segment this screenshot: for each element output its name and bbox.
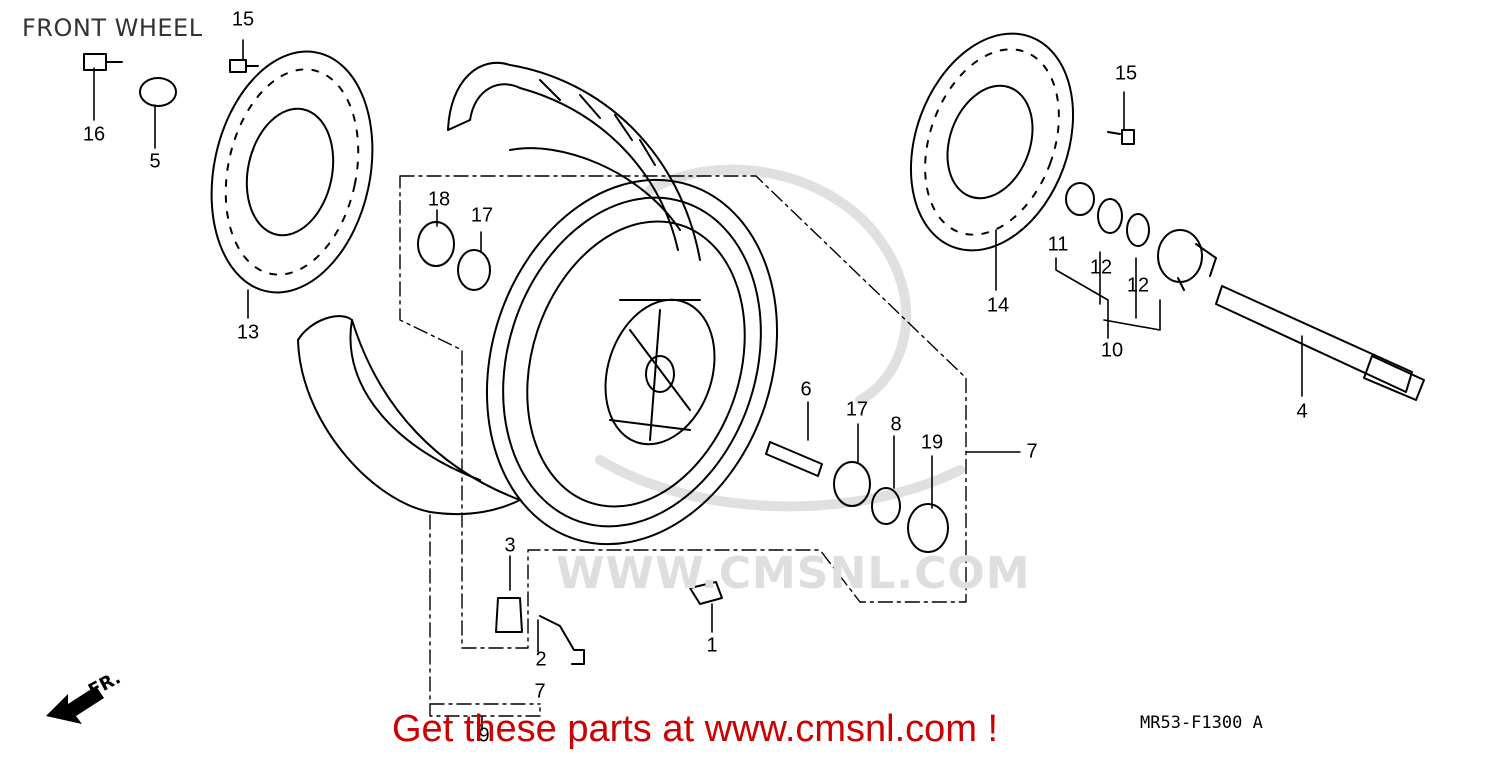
callout-12-right: 12 <box>1126 274 1150 297</box>
front-direction-arrow <box>46 686 104 724</box>
diagram-title: FRONT WHEEL <box>22 14 203 42</box>
bearings <box>417 221 949 553</box>
callout-11: 11 <box>1047 233 1069 256</box>
front-axle <box>1215 285 1425 401</box>
callout-18: 18 <box>427 188 451 211</box>
leader-lines <box>93 39 1303 731</box>
callout-13: 13 <box>236 321 260 344</box>
right-brake-disc <box>909 32 1075 252</box>
callout-7-upper: 7 <box>1026 440 1038 463</box>
callout-12-left: 12 <box>1089 256 1113 279</box>
callout-17-lower: 17 <box>845 398 869 421</box>
callout-10: 10 <box>1100 339 1124 362</box>
callout-15-left: 15 <box>231 8 255 31</box>
callout-2: 2 <box>535 648 547 671</box>
callout-14: 14 <box>986 294 1010 317</box>
left-brake-disc <box>210 50 374 294</box>
tire-upper <box>447 61 701 261</box>
callout-5: 5 <box>149 150 161 173</box>
diagram-code: MR53-F1300 A <box>1140 713 1263 733</box>
callout-16: 16 <box>82 123 106 146</box>
callout-15-right: 15 <box>1114 62 1138 85</box>
tire-lower <box>297 315 521 516</box>
callout-3: 3 <box>504 534 516 557</box>
watermark-text: WWW.CMSNL.COM <box>556 548 1031 599</box>
callout-19: 19 <box>920 431 944 454</box>
callout-1: 1 <box>706 634 718 657</box>
parts-banner-link[interactable]: Get these parts at www.cmsnl.com ! <box>392 708 999 750</box>
wheel-rim <box>485 178 779 546</box>
callout-6: 6 <box>800 378 812 401</box>
callout-17-upper: 17 <box>470 204 494 227</box>
watermark-logo <box>595 164 965 512</box>
gearbox-assembly <box>1065 182 1217 291</box>
callout-4: 4 <box>1296 400 1308 423</box>
hardware <box>83 53 1135 665</box>
callout-8: 8 <box>890 413 902 436</box>
callout-7-lower: 7 <box>534 680 546 703</box>
group-frame-7 <box>399 175 967 717</box>
callout-9: 9 <box>478 724 490 747</box>
